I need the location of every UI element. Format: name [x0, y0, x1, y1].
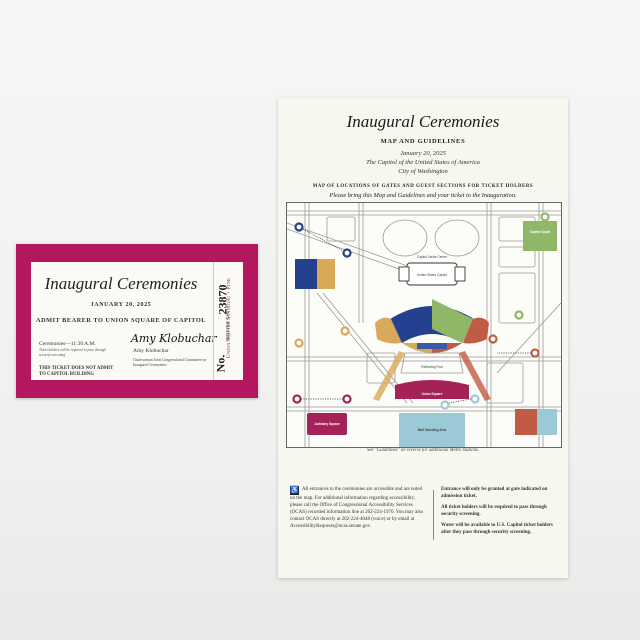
capitol-map: Capitol Visitor Center United States Cap…: [286, 202, 562, 448]
sheet-location-1: The Capitol of the United States of Amer…: [366, 159, 480, 166]
ticket-no-label: No.: [213, 354, 228, 373]
svg-text:Union Square: Union Square: [422, 392, 443, 396]
map-heading: MAP OF LOCATIONS OF GATES AND GUEST SECT…: [312, 184, 534, 189]
ticket-date: JANUARY 20, 2025: [90, 302, 152, 308]
map-caption: See "Guidelines" on reverse for addition…: [366, 448, 480, 453]
sheet-instruction: Please bring this Map and Guidelines and…: [329, 192, 517, 199]
svg-text:Judiciary Square: Judiciary Square: [314, 422, 340, 426]
rule-item: Entrance will only be granted at gate in…: [441, 487, 548, 499]
ticket-stub: Union Square Standing • Pink 23870 No. E…: [213, 262, 244, 380]
sheet-subtitle: MAP AND GUIDELINES: [380, 138, 466, 145]
ticket-security-note: Ticket holders will be required to pass …: [39, 348, 106, 357]
svg-text:Capitol Visitor Center: Capitol Visitor Center: [417, 255, 448, 259]
rules: Entrance will only be granted at gate in…: [441, 487, 563, 541]
admission-ticket: Inaugural Ceremonies JANUARY 20, 2025 AD…: [16, 244, 258, 398]
map-graphic: Capitol Visitor Center United States Cap…: [287, 203, 561, 447]
ticket-signature: Amy Klobuchar: [131, 332, 217, 345]
rule-item: Water will be available to U.S. Capitol …: [441, 523, 553, 535]
ticket-signer-role: Chairwoman Joint Congressional Committee…: [133, 358, 207, 367]
accessibility-icon: ♿: [290, 486, 299, 495]
ticket-admit: ADMIT BEARER TO UNION SQUARE OF CAPITOL: [36, 317, 206, 324]
svg-text:Mall Standing Area: Mall Standing Area: [418, 428, 447, 432]
ticket-gate: ENTER PINK GATE: [226, 310, 230, 342]
ticket-face: Inaugural Ceremonies JANUARY 20, 2025 AD…: [31, 262, 243, 380]
ticket-signer-name: Amy Klobuchar: [133, 348, 169, 354]
accessibility-text: All entrances to the ceremonies are acce…: [290, 487, 424, 529]
ticket-ceremony-time: Ceremonies—11:30 A.M.: [39, 341, 96, 347]
svg-text:Capitol South: Capitol South: [530, 230, 551, 234]
sheet-title: Inaugural Ceremonies: [346, 112, 500, 131]
map-guidelines-sheet: Inaugural Ceremonies MAP AND GUIDELINES …: [278, 98, 568, 578]
rule-item: All ticket holders will be required to p…: [441, 505, 547, 517]
svg-text:Reflecting Pool: Reflecting Pool: [421, 365, 443, 369]
accessibility-info: ♿All entrances to the ceremonies are acc…: [290, 486, 428, 530]
sheet-date: January 20, 2025: [400, 150, 446, 157]
svg-text:United States Capitol: United States Capitol: [417, 273, 447, 277]
ticket-title: Inaugural Ceremonies: [44, 274, 198, 293]
footer-divider: [433, 490, 434, 540]
ticket-warning: THIS TICKET DOES NOT ADMIT TO CAPITOL BU…: [39, 366, 114, 377]
sheet-location-2: City of Washington: [398, 168, 448, 175]
